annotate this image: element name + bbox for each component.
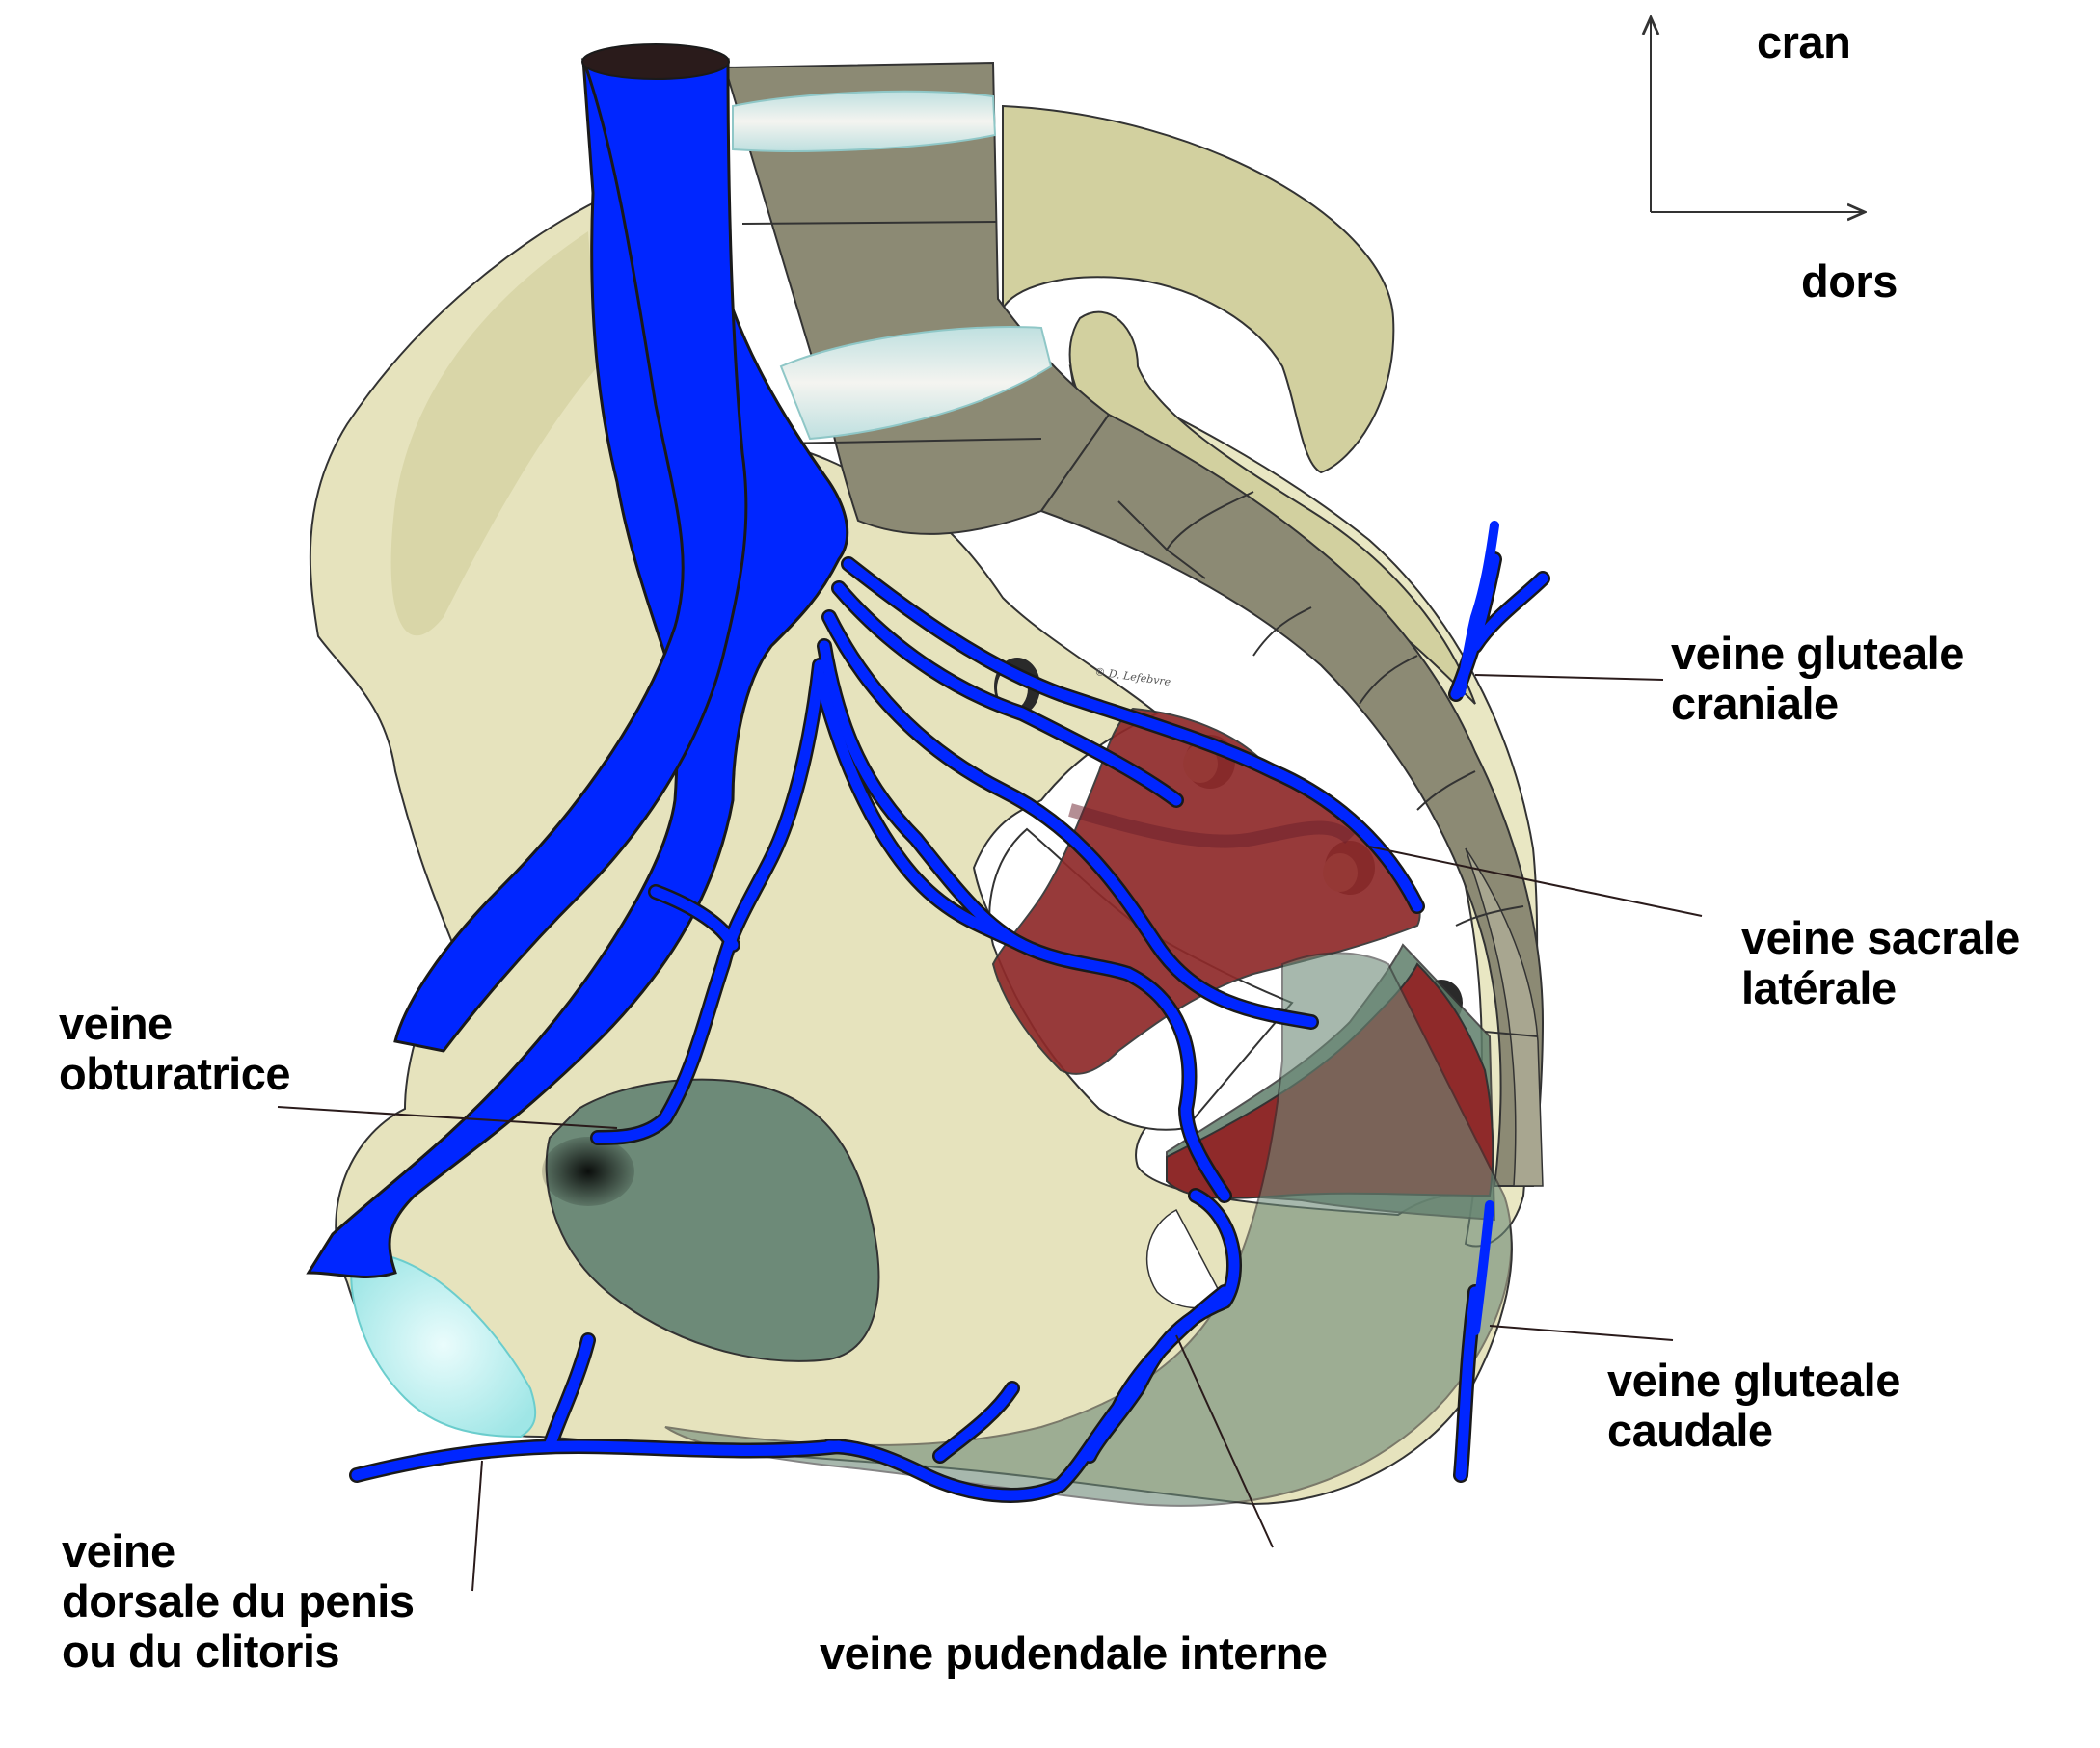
label-gluteal-caudal: veine gluteale caudale <box>1607 1356 1900 1456</box>
piriformis-fold <box>1068 803 1355 848</box>
label-dorsal-penis: veine dorsale du penis ou du clitoris <box>62 1525 415 1677</box>
label-sacral-lateral-line2: latérale <box>1741 962 1897 1013</box>
label-sacral-lateral: veine sacrale latérale <box>1741 913 2020 1013</box>
label-pudendal-internal-line1: veine pudendale interne <box>820 1627 1328 1679</box>
pubic-symphysis <box>350 1251 537 1439</box>
label-gluteal-cranial-line1: veine gluteale <box>1671 628 1964 679</box>
leader-lines <box>277 674 1703 1592</box>
leader-dorsal-penis <box>471 1460 483 1592</box>
sacrotuberous-ligament <box>664 952 1513 1507</box>
vein-branches <box>349 551 1550 1503</box>
leader-sacral-lateral <box>1368 846 1703 917</box>
dorsal-label: dors <box>1801 255 1898 307</box>
label-dorsal-penis-line3: ou du clitoris <box>62 1626 340 1677</box>
cranial-gluteal-vein <box>1456 521 1499 697</box>
caudal-gluteal-vein <box>1470 1200 1494 1335</box>
orientation-axes <box>1651 19 1863 212</box>
leader-gluteal-cranial <box>1474 674 1664 681</box>
obturator-foramen <box>545 1078 880 1362</box>
label-gluteal-cranial-line2: craniale <box>1671 678 1839 729</box>
cranial-label: cran <box>1757 16 1851 67</box>
label-dorsal-penis-line1: veine <box>62 1525 175 1576</box>
iliac-wing <box>1002 104 1395 474</box>
label-obturator-line1: veine <box>59 998 173 1049</box>
leader-gluteal-caudal <box>1489 1325 1674 1341</box>
label-obturator-line2: obturatrice <box>59 1048 291 1099</box>
leader-obturator <box>277 1106 618 1129</box>
intervertebral-disc-1 <box>732 90 997 152</box>
label-gluteal-caudal-line2: caudale <box>1607 1405 1773 1456</box>
label-gluteal-caudal-line1: veine gluteale <box>1607 1355 1900 1406</box>
obturator-canal <box>542 1137 634 1206</box>
common-iliac-vein-main-trunk <box>393 58 748 1053</box>
iliac-fossa <box>390 231 598 636</box>
label-dorsal-penis-line2: dorsale du penis <box>62 1575 415 1627</box>
label-sacral-lateral-line1: veine sacrale <box>1741 912 2020 963</box>
label-obturator: veine obturatrice <box>59 998 291 1099</box>
leader-pudendal-internal <box>1175 1334 1274 1548</box>
coccyx <box>1465 847 1544 1187</box>
vein-lumen <box>581 43 730 80</box>
intervertebral-disc-2 <box>779 326 1053 441</box>
label-pudendal-internal: veine pudendale interne <box>820 1628 1328 1679</box>
label-gluteal-cranial: veine gluteale craniale <box>1671 629 1964 729</box>
